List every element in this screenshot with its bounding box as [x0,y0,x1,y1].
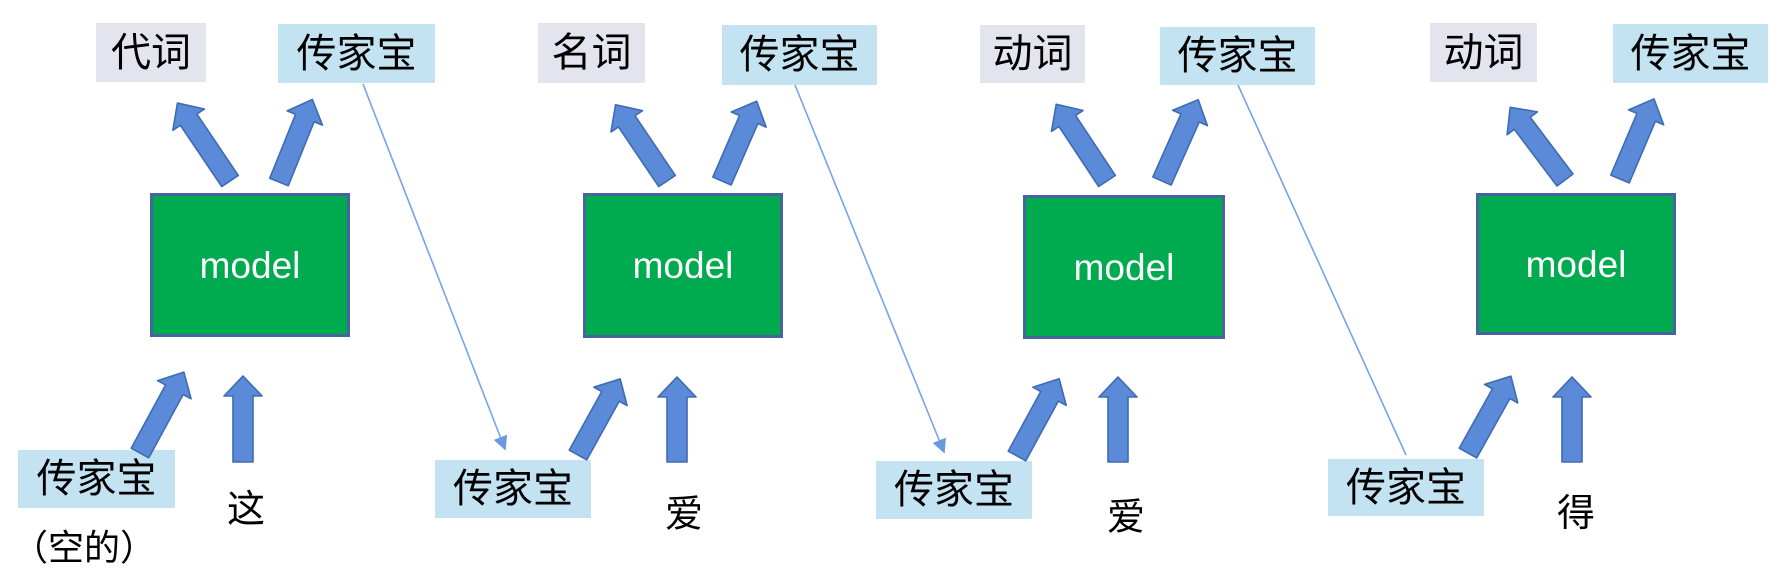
pos-output-label: 名词 [538,23,645,83]
input-token: 爱 [1106,497,1145,539]
input-arrow-token [1552,376,1592,463]
output-arrow-right [712,100,767,186]
input-token: 得 [1556,493,1595,535]
heirloom-input-label: 传家宝 [435,460,591,518]
input-token: 爱 [664,494,703,536]
output-arrow-right [268,98,324,187]
pos-output-label: 动词 [980,25,1085,83]
heirloom-output-label: 传家宝 [278,24,435,83]
heirloom-output-label: 传家宝 [1613,24,1768,83]
model-label: model [632,245,734,286]
output-arrow-left [1050,103,1117,188]
output-arrow-left [1506,106,1574,187]
pos-output-label: 代词 [96,23,206,82]
input-token: 这 [226,489,265,531]
model-label: model [1073,246,1175,288]
model-label: model [199,244,301,286]
input-arrow-heirloom [1007,377,1068,462]
heirloom-output-label: 传家宝 [1160,27,1315,85]
model-box: model [583,193,783,338]
input-arrow-heirloom [130,371,192,459]
model-box: model [150,193,350,337]
input-arrow-heirloom [568,378,628,461]
output-arrow-left [172,102,240,188]
input-arrow-token [223,375,263,463]
heirloom-input-label: 传家宝 [876,461,1032,519]
output-arrow-right [1152,98,1209,186]
heirloom-carry-line [1237,84,1407,456]
input-arrow-heirloom [1458,375,1519,459]
heirloom-input-label: 传家宝 [1328,459,1484,516]
output-arrow-right [1609,98,1665,184]
heirloom-carry-line [362,83,508,451]
pos-output-label: 动词 [1430,23,1537,82]
input-arrow-token [657,376,697,463]
heirloom-input-label: 传家宝 [18,450,175,508]
heirloom-output-label: 传家宝 [722,25,877,85]
empty-note: （空的） [12,527,157,568]
output-arrow-left [610,103,677,188]
model-box: model [1476,193,1676,335]
model-box: model [1023,195,1225,339]
input-arrow-token [1098,376,1138,463]
heirloom-carry-line [794,84,946,454]
model-label: model [1525,243,1627,285]
